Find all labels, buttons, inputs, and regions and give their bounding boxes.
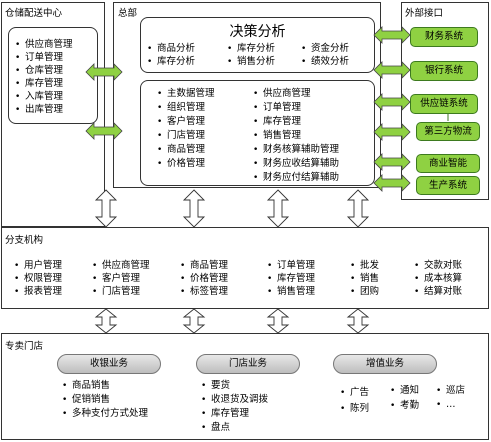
list-item: 商品销售 (62, 379, 110, 393)
system-box-bank: 银行系统 (410, 61, 478, 81)
list-item: … (436, 398, 456, 412)
list-item: 供应商管理 (92, 259, 150, 273)
list-item: 促销销售 (62, 393, 110, 407)
double-arrow-warehouse-hq (85, 63, 123, 81)
list-item: 组织管理 (157, 101, 205, 115)
double-arrow-vertical (94, 308, 118, 334)
list-item: 多种支付方式处理 (62, 407, 148, 421)
double-arrow-vertical (266, 308, 290, 334)
list-item: 门店管理 (157, 129, 205, 143)
group-title-cashier: 收银业务 (57, 354, 161, 374)
system-box-logistics: 第三方物流 (416, 122, 480, 141)
list-item: 价格管理 (157, 157, 205, 171)
store-panel: 专卖门店 收银业务 商品销售 促销销售 多种支付方式处理 门店业务 要货 收退货… (1, 333, 489, 440)
double-arrow-vertical (266, 189, 290, 228)
list-item: 商品分析 (147, 42, 195, 56)
branch-panel: 分支机构 用户管理 权限管理 报表管理 供应商管理 客户管理 门店管理 商品管理… (1, 227, 489, 309)
warehouse-list-box: 供应商管理 订单管理 仓库管理 库存管理 入库管理 出库管理 (8, 27, 98, 124)
list-item: 团购 (350, 285, 379, 299)
decision-title: 决策分析 (229, 24, 286, 40)
double-arrow-vertical (346, 308, 370, 334)
list-item: 库存分析 (147, 55, 195, 69)
list-item: 陈列 (340, 402, 369, 416)
double-arrow-vertical (346, 189, 370, 228)
warehouse-title: 仓储配送中心 (5, 8, 63, 19)
list-item: 批发 (350, 259, 379, 273)
hq-functions-box: 主数据管理 组织管理 客户管理 门店管理 商品管理 价格管理 供应商管理 订单管… (140, 80, 375, 186)
group-title-value-added: 增值业务 (333, 354, 437, 374)
list-item: 销售分析 (227, 55, 275, 69)
list-item: 绩效分析 (301, 55, 349, 69)
list-item: 商品管理 (157, 143, 205, 157)
list-item: 结算对账 (414, 285, 462, 299)
list-item: 客户管理 (157, 115, 205, 129)
list-item: 库存管理 (15, 77, 63, 91)
list-item: 入库管理 (15, 90, 63, 104)
list-item: 财务应付结算辅助 (253, 171, 339, 185)
list-item: 考勤 (390, 399, 419, 413)
list-item: 盘点 (201, 421, 230, 435)
list-item: 成本核算 (414, 272, 462, 286)
branch-title: 分支机构 (5, 235, 44, 246)
list-item: 库存管理 (253, 115, 301, 129)
list-item: 报表管理 (14, 285, 62, 299)
list-item: 门店管理 (92, 285, 140, 299)
list-item: 库存管理 (201, 407, 249, 421)
system-box-production: 生产系统 (416, 176, 480, 195)
list-item: 权限管理 (14, 272, 62, 286)
list-item: 库存分析 (227, 42, 275, 56)
list-item: 交款对账 (414, 259, 462, 273)
list-item: 通知 (390, 384, 419, 398)
double-arrow-vertical (182, 308, 206, 334)
system-box-supply-chain: 供应链系统 (410, 94, 478, 114)
list-item: 价格管理 (180, 272, 228, 286)
list-item: 标签管理 (180, 285, 228, 299)
double-arrow-hq-external (373, 93, 411, 111)
list-item: 出库管理 (15, 103, 63, 117)
list-item: 主数据管理 (157, 87, 215, 101)
double-arrow-vertical (182, 189, 206, 228)
hq-panel: 总部 决策分析 商品分析 库存分析 资金分析 库存分析 销售分析 绩效分析 主数… (113, 2, 381, 188)
list-item: 商品管理 (180, 259, 228, 273)
double-arrow-hq-external (373, 153, 411, 171)
external-panel: 外部接口 财务系统 银行系统 供应链系统 第三方物流 商业智能 生产系统 (401, 2, 489, 200)
hq-title: 总部 (118, 8, 138, 19)
list-item: 销售 (350, 272, 379, 286)
list-item: 巡店 (436, 384, 465, 398)
external-title: 外部接口 (405, 8, 444, 19)
list-item: 销售管理 (253, 129, 301, 143)
list-item: 库存管理 (267, 272, 315, 286)
list-item: 供应商管理 (253, 87, 311, 101)
decision-box: 决策分析 商品分析 库存分析 资金分析 库存分析 销售分析 绩效分析 (140, 17, 375, 73)
list-item: 销售管理 (267, 285, 315, 299)
list-item: 订单管理 (15, 51, 63, 65)
double-arrow-hq-external (373, 174, 411, 192)
list-item: 订单管理 (267, 259, 315, 273)
list-item: 要货 (201, 379, 230, 393)
double-arrow-hq-external (373, 123, 411, 141)
double-arrow-warehouse-hq (85, 122, 123, 140)
list-item: 资金分析 (301, 42, 349, 56)
list-item: 仓库管理 (15, 64, 63, 78)
list-item: 客户管理 (92, 272, 140, 286)
list-item: 收退货及调拨 (201, 393, 268, 407)
warehouse-panel: 仓储配送中心 供应商管理 订单管理 仓库管理 库存管理 入库管理 出库管理 (1, 2, 105, 227)
group-title-store-ops: 门店业务 (196, 354, 300, 374)
list-item: 广告 (340, 386, 369, 400)
store-title: 专卖门店 (5, 341, 44, 352)
list-item: 财务应收结算辅助 (253, 157, 339, 171)
list-item: 订单管理 (253, 101, 301, 115)
system-box-finance: 财务系统 (410, 27, 478, 47)
system-box-bi: 商业智能 (416, 154, 480, 173)
double-arrow-vertical (94, 189, 118, 228)
double-arrow-hq-external (373, 61, 411, 79)
double-arrow-hq-external (373, 26, 411, 44)
list-item: 供应商管理 (15, 38, 73, 52)
list-item: 财务核算辅助管理 (253, 143, 339, 157)
list-item: 用户管理 (14, 259, 62, 273)
